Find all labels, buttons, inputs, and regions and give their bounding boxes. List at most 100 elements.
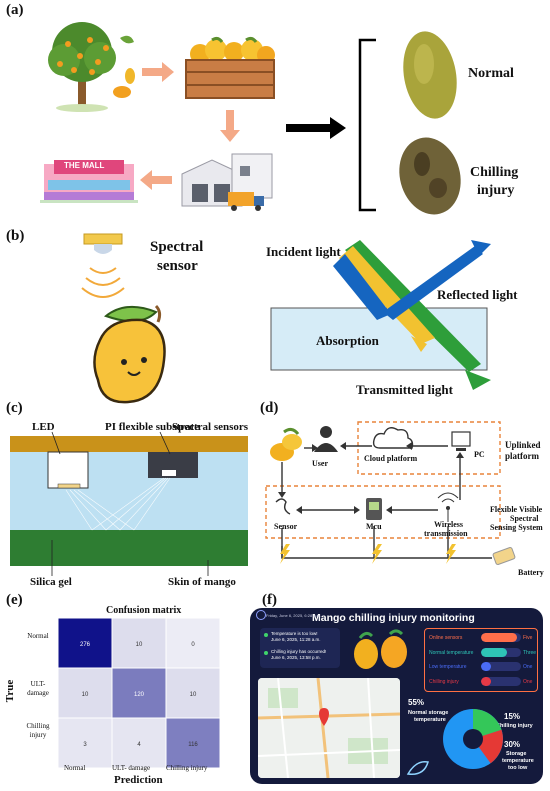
normal-label: Normal <box>468 66 514 81</box>
confusion-row-label: Normal <box>27 632 49 640</box>
heatmap-cell <box>57 617 113 669</box>
confusion-title: Confusion matrix <box>106 605 182 616</box>
status-bar <box>481 633 521 642</box>
confusion-col-label: Chilling injury <box>166 764 208 772</box>
mall-sign: THE MALL <box>64 161 105 170</box>
heatmap-cell-value: 3 <box>83 742 87 748</box>
heatmap-cell-value: 120 <box>134 692 145 698</box>
dashboard-date: Friday, June 6, 2025, 6:28 a.m. <box>266 613 322 618</box>
status-bar-fill <box>481 647 507 657</box>
status-row-value: One <box>523 678 533 685</box>
confusion-row-label: Chilling injury <box>26 722 50 739</box>
status-bar-fill <box>481 676 491 686</box>
alert-box: Temperature is too low! June 6, 2025, 11… <box>260 628 340 668</box>
confusion-ylabel: True <box>4 679 17 703</box>
led-label: LED <box>32 421 55 433</box>
user-label: User <box>312 459 328 468</box>
absorption-label: Absorption <box>316 333 379 348</box>
confusion-row-label: ULT-damage <box>27 680 49 697</box>
mcu-label: Mcu <box>366 522 382 531</box>
pct-normal: 55% <box>408 698 425 707</box>
uplinked-label-line1: Uplinked <box>505 440 541 450</box>
uplinked-label-line2: platform <box>505 451 539 461</box>
label-normal-line2: temperature <box>414 717 446 723</box>
light-interaction-diagram <box>270 240 491 390</box>
warehouse-illustration <box>181 153 273 211</box>
heatmap-cell <box>57 717 113 769</box>
heatmap-cell <box>111 717 167 769</box>
confusion-xlabel: Prediction <box>114 774 163 786</box>
classification-bracket <box>358 38 376 212</box>
mango-cartoon-icon <box>93 304 166 404</box>
panel-d-label: (d) <box>260 400 279 416</box>
status-bar-fill <box>481 633 517 642</box>
wireless-label-line1: Wireless <box>434 520 464 529</box>
alert1-line1: Temperature is too low! <box>271 631 318 636</box>
map-view <box>258 678 400 778</box>
result-arrow <box>286 117 346 139</box>
status-bar <box>481 676 521 686</box>
spectral-sensors-label: Spectral sensors <box>172 421 249 433</box>
heatmap-cell <box>165 717 221 769</box>
reflected-light-label: Reflected light <box>437 287 518 302</box>
storage-pie-chart <box>443 709 503 769</box>
heatmap-cell-value: 276 <box>80 642 91 648</box>
wireless-label-line2: transmission <box>424 529 468 538</box>
hand-leaf-icon <box>406 761 429 775</box>
dashboard: Mango chilling injury monitoring Friday,… <box>250 608 543 784</box>
alert-dot-icon <box>264 633 268 637</box>
status-row-label: Online sensors <box>429 635 463 641</box>
flow-arrow-warehouse-to-mall <box>140 170 172 190</box>
label-low-line3: too low <box>508 765 528 771</box>
heatmap-cell-value: 4 <box>137 742 141 748</box>
clock-icon <box>256 610 266 620</box>
alert-dot-icon <box>264 651 268 655</box>
orange-tree-illustration <box>48 22 135 112</box>
panel-f-label: (f) <box>262 592 277 608</box>
silica-gel-label: Silica gel <box>30 576 72 588</box>
heatmap-cell-value: 10 <box>136 642 143 648</box>
chilling-injury-mango-photo <box>399 137 461 215</box>
label-chill: Chilling injury <box>496 723 533 729</box>
heatmap-cell <box>57 667 113 719</box>
panel-e-label: (e) <box>6 592 23 608</box>
heatmap-cell <box>165 617 221 669</box>
heatmap-cell-value: 10 <box>82 692 89 698</box>
sensor-label-line1: Spectral <box>150 239 204 255</box>
confusion-col-label: Normal <box>64 764 86 772</box>
status-row-value: Three <box>523 649 537 656</box>
chilling-label-line1: Chilling <box>470 165 519 180</box>
panel-b-label: (b) <box>6 228 25 244</box>
confusion-col-label: ULT- damage <box>112 764 151 772</box>
sensor-label-line2: sensor <box>157 258 198 274</box>
skin-label: Skin of mango <box>168 576 236 588</box>
substrate-label: PI flexible substrate <box>105 421 200 433</box>
label-normal-line1: Normal storage <box>408 710 449 716</box>
transmitted-light-label: Transmitted light <box>356 382 453 397</box>
system-label-line3: Sensing System <box>490 523 543 532</box>
battery-label: Battery <box>518 568 544 577</box>
system-label-line2: Spectral <box>510 514 539 523</box>
status-row-value: Five <box>523 635 533 641</box>
status-row-label: Normal temperature <box>429 649 474 656</box>
spectral-sensor-icon <box>81 233 125 298</box>
alert2-line2: June 6, 2025, 13:58 p.m. <box>271 655 321 660</box>
normal-mango-photo <box>403 31 457 119</box>
status-row-value: One <box>523 664 533 670</box>
status-bar <box>481 662 521 671</box>
system-label-line1: Flexible Visible <box>490 505 543 514</box>
chilling-label-line2: injury <box>477 183 515 198</box>
dashboard-title: Mango chilling injury monitoring <box>312 612 475 624</box>
mall-illustration <box>40 160 138 203</box>
panel-a-label: (a) <box>6 2 24 18</box>
pct-chill: 15% <box>504 712 521 721</box>
status-bar-fill <box>481 662 491 671</box>
heatmap-cell-value: 116 <box>188 742 198 748</box>
heatmap-cell-value: 10 <box>190 692 197 698</box>
sensor-label: Sensor <box>274 522 298 531</box>
pc-label: PC <box>474 450 485 459</box>
mango-crate-illustration <box>185 36 275 99</box>
status-row-label: Low temperature <box>429 664 467 670</box>
